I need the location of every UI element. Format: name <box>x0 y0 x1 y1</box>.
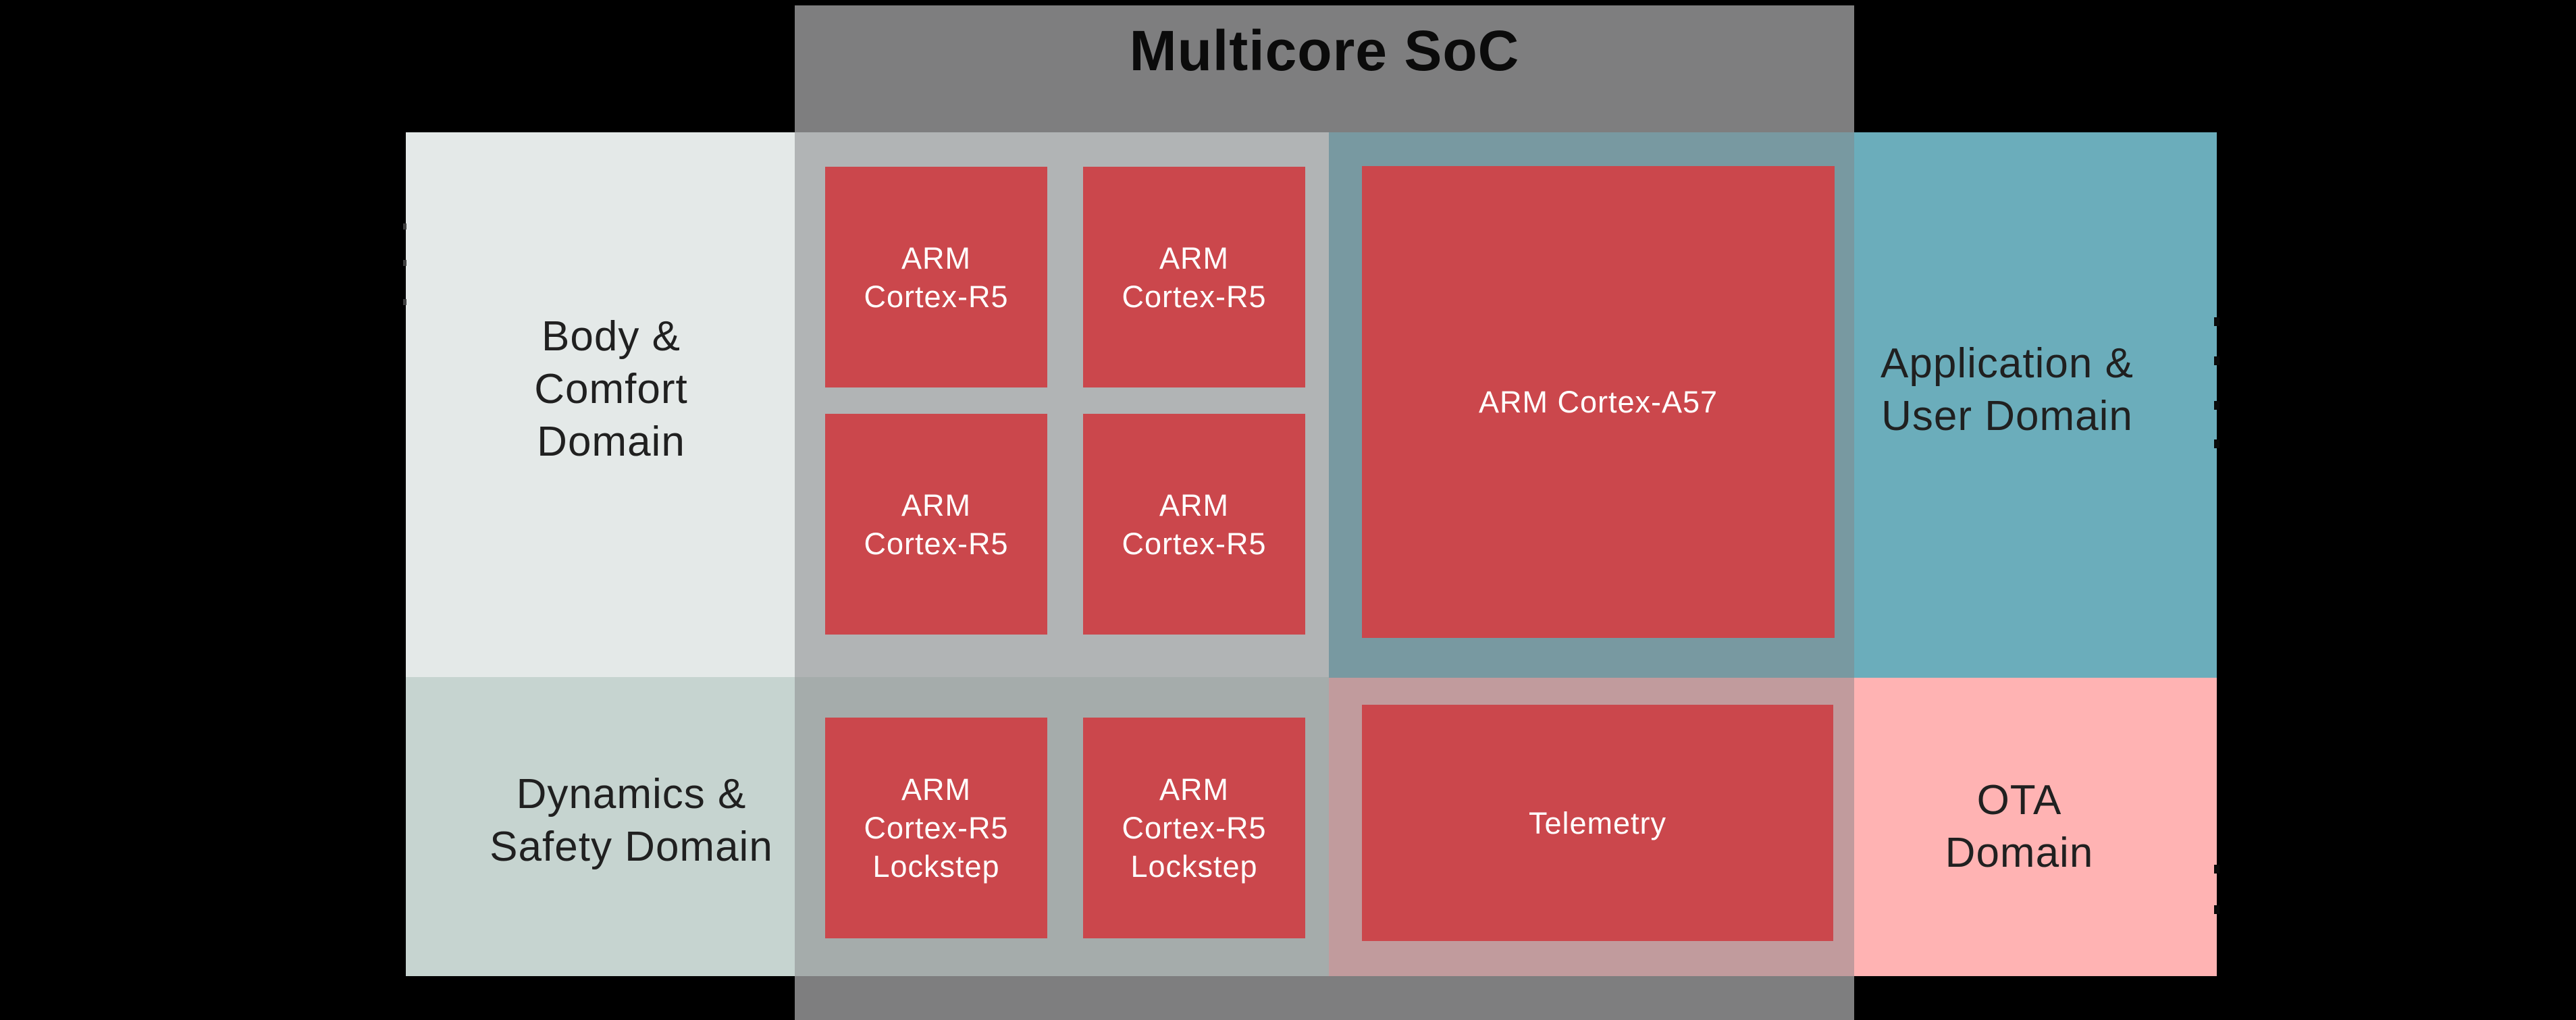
cropped-text-fragment <box>2214 401 2219 410</box>
domain-label-line: User Domain <box>1881 393 2133 439</box>
core-arm-cortex-r5: ARM Cortex-R5 <box>825 167 1047 387</box>
cropped-text-fragment <box>2214 356 2219 365</box>
domain-label-dynamics-safety: Dynamics & Safety Domain <box>437 671 826 970</box>
core-label-line: Cortex-R5 <box>1122 279 1267 314</box>
core-arm-cortex-r5-lockstep: ARM Cortex-R5 Lockstep <box>825 718 1047 938</box>
domain-label-line: Domain <box>537 418 685 465</box>
core-label-line: ARM <box>901 772 971 807</box>
core-arm-cortex-r5: ARM Cortex-R5 <box>1083 414 1305 635</box>
core-arm-cortex-r5: ARM Cortex-R5 <box>1083 167 1305 387</box>
core-arm-cortex-r5: ARM Cortex-R5 <box>825 414 1047 635</box>
domain-ota <box>1854 678 2217 976</box>
core-arm-cortex-r5-lockstep: ARM Cortex-R5 Lockstep <box>1083 718 1305 938</box>
domain-body-comfort <box>406 132 795 677</box>
domain-label-line: Safety Domain <box>490 823 773 870</box>
core-label-line: ARM <box>1159 772 1229 807</box>
core-arm-cortex-a57: ARM Cortex-A57 <box>1362 166 1835 638</box>
core-label-line: Telemetry <box>1528 805 1667 840</box>
domain-label-ota: OTA Domain <box>1838 678 2201 976</box>
core-label-line: ARM <box>1159 487 1229 522</box>
core-label-line: ARM <box>1159 240 1229 275</box>
core-label-line: Cortex-R5 <box>1122 811 1267 845</box>
domain-label-body-comfort: Body & Comfort Domain <box>417 117 806 662</box>
cropped-text-fragment <box>403 223 406 230</box>
domain-label-line: Domain <box>1945 830 2094 876</box>
cropped-text-fragment <box>403 299 406 305</box>
domain-label-line: Dynamics & <box>516 770 747 817</box>
cropped-text-fragment <box>2214 865 2219 874</box>
core-label-line: Cortex-R5 <box>864 811 1009 845</box>
core-label-line: ARM <box>901 240 971 275</box>
domain-label-application-user: Application & User Domain <box>1826 117 2188 663</box>
domain-label-line: Application & <box>1881 340 2134 387</box>
core-label-line: Cortex-R5 <box>864 526 1009 561</box>
core-label-line: Cortex-R5 <box>1122 526 1267 561</box>
core-telemetry: Telemetry <box>1362 705 1833 941</box>
domain-label-line: Comfort <box>534 365 688 412</box>
cropped-text-fragment <box>403 260 406 266</box>
cropped-text-fragment <box>2214 317 2219 326</box>
core-label-line: ARM Cortex-A57 <box>1478 385 1718 419</box>
soc-title: Multicore SoC <box>1129 18 1520 82</box>
core-label-line: ARM <box>901 487 971 522</box>
core-label-line: Lockstep <box>872 849 1000 884</box>
domain-label-line: OTA <box>1976 777 2062 824</box>
domain-dynamics-safety <box>406 677 795 976</box>
domain-application-user <box>1854 132 2217 678</box>
core-label-line: Cortex-R5 <box>864 279 1009 314</box>
cropped-text-fragment <box>2214 439 2219 448</box>
domain-label-line: Body & <box>542 313 681 360</box>
core-label-line: Lockstep <box>1130 849 1258 884</box>
cropped-text-fragment <box>2214 905 2219 914</box>
